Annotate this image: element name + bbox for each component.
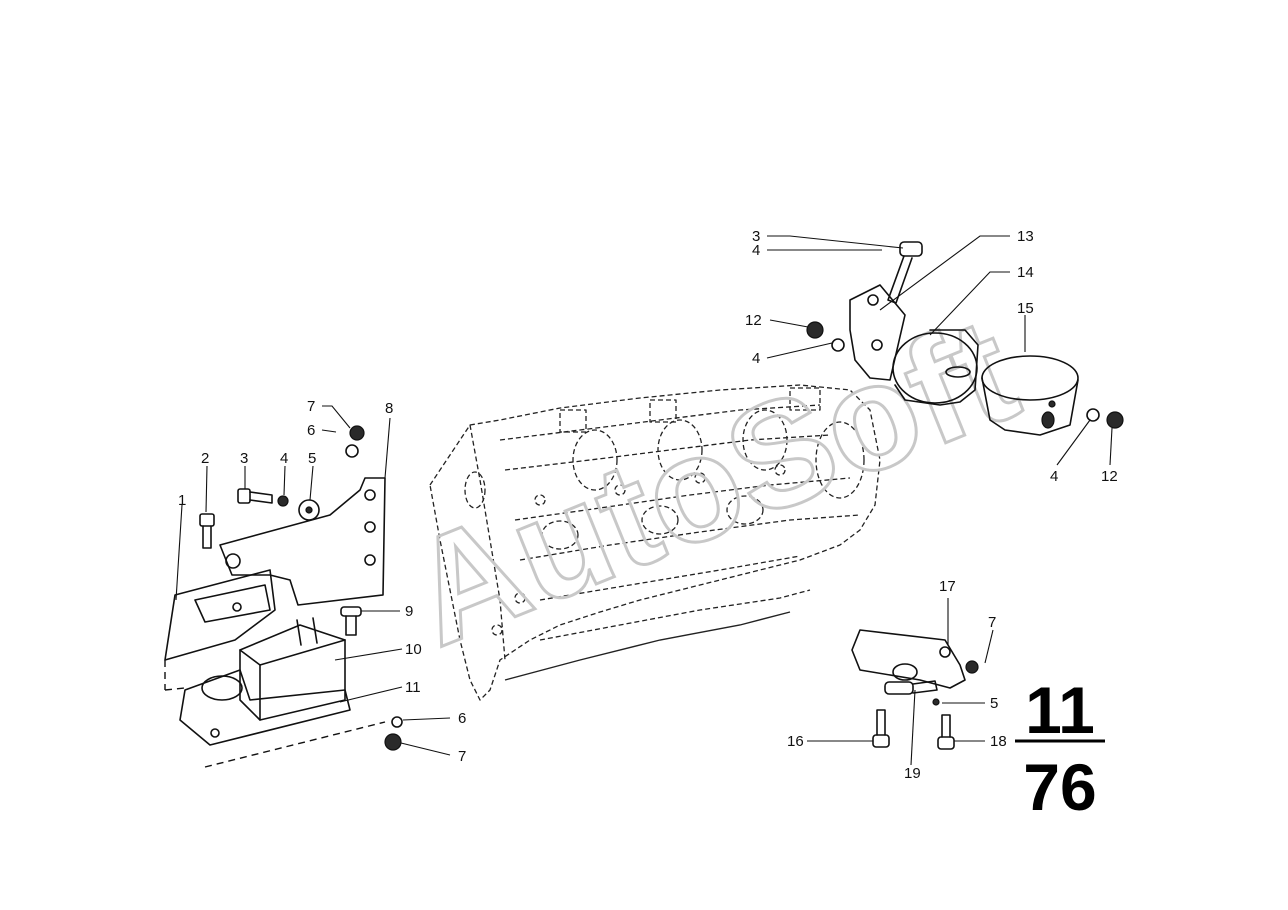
callout-4-left: 4 [280,450,288,467]
callout-11: 11 [405,679,421,696]
rubber-mount [239,624,346,721]
callout-6-top: 6 [307,422,315,439]
bolt-9 [340,606,362,636]
washer-4-left [277,495,289,507]
rubber-mount-14 [892,329,979,406]
right-mount-assembly [806,241,1124,436]
engine-bracket-left [219,477,386,606]
washer-4-mid [831,338,845,352]
washer-4-right [1086,408,1100,422]
bolt-19 [884,680,938,695]
left-mount-assembly [164,425,403,768]
bolt-16 [872,709,890,748]
mount-cup-15 [981,355,1079,436]
callout-4-middle: 4 [752,350,760,367]
nut-7-bottom [384,733,402,751]
bolt-3-right [887,241,923,304]
callout-10: 10 [405,641,422,658]
callout-17: 17 [939,578,956,595]
callout-9: 9 [405,603,413,620]
washer-6-bottom [391,716,403,728]
callout-7-top: 7 [307,398,315,415]
washer-5-left [298,499,320,521]
washer-6-top [345,444,359,458]
callout-1: 1 [178,492,186,509]
callout-2: 2 [201,450,209,467]
callout-6-bottom: 6 [458,710,466,727]
callout-16: 16 [787,733,804,750]
callout-3-right: 3 [752,228,760,245]
page-code: 11 76 [1015,673,1105,824]
callout-8: 8 [385,400,393,417]
callout-4-lower: 4 [1050,468,1058,485]
bolt-2 [199,513,215,549]
callout-7-right: 7 [988,614,996,631]
callout-3-left: 3 [240,450,248,467]
lower-bracket-assembly [851,629,979,750]
leader-lines [175,235,1113,766]
bolt-3-left [237,488,273,504]
callout-18: 18 [990,733,1007,750]
callout-12-left: 12 [745,312,762,329]
page-group-number: 11 [1025,673,1095,747]
callout-14: 14 [1017,264,1034,281]
nut-12-top [806,321,824,339]
nut-12-right [1106,411,1124,429]
engine-block-outline [429,384,881,701]
washer-5-right [932,698,940,706]
watermark-text: AutoSoft [387,285,1037,678]
bolt-18 [937,714,955,750]
callout-7-bottom: 7 [458,748,466,765]
mount-bracket-13 [849,284,906,381]
callout-12-right: 12 [1101,468,1118,485]
callout-5-left: 5 [308,450,316,467]
callout-13: 13 [1017,228,1034,245]
callout-5-right: 5 [990,695,998,712]
nut-7-top [349,425,365,441]
insulator-plate [164,569,276,661]
callout-15: 15 [1017,300,1034,317]
bracket-17 [851,629,966,689]
callouts: 1 2 3 4 5 6 7 8 9 10 11 6 7 3 4 12 4 13 … [178,228,1118,782]
callout-4-upper: 4 [752,242,760,259]
page-sheet-number: 76 [1023,750,1096,824]
nut-7-right [965,660,979,674]
callout-19: 19 [904,765,921,782]
